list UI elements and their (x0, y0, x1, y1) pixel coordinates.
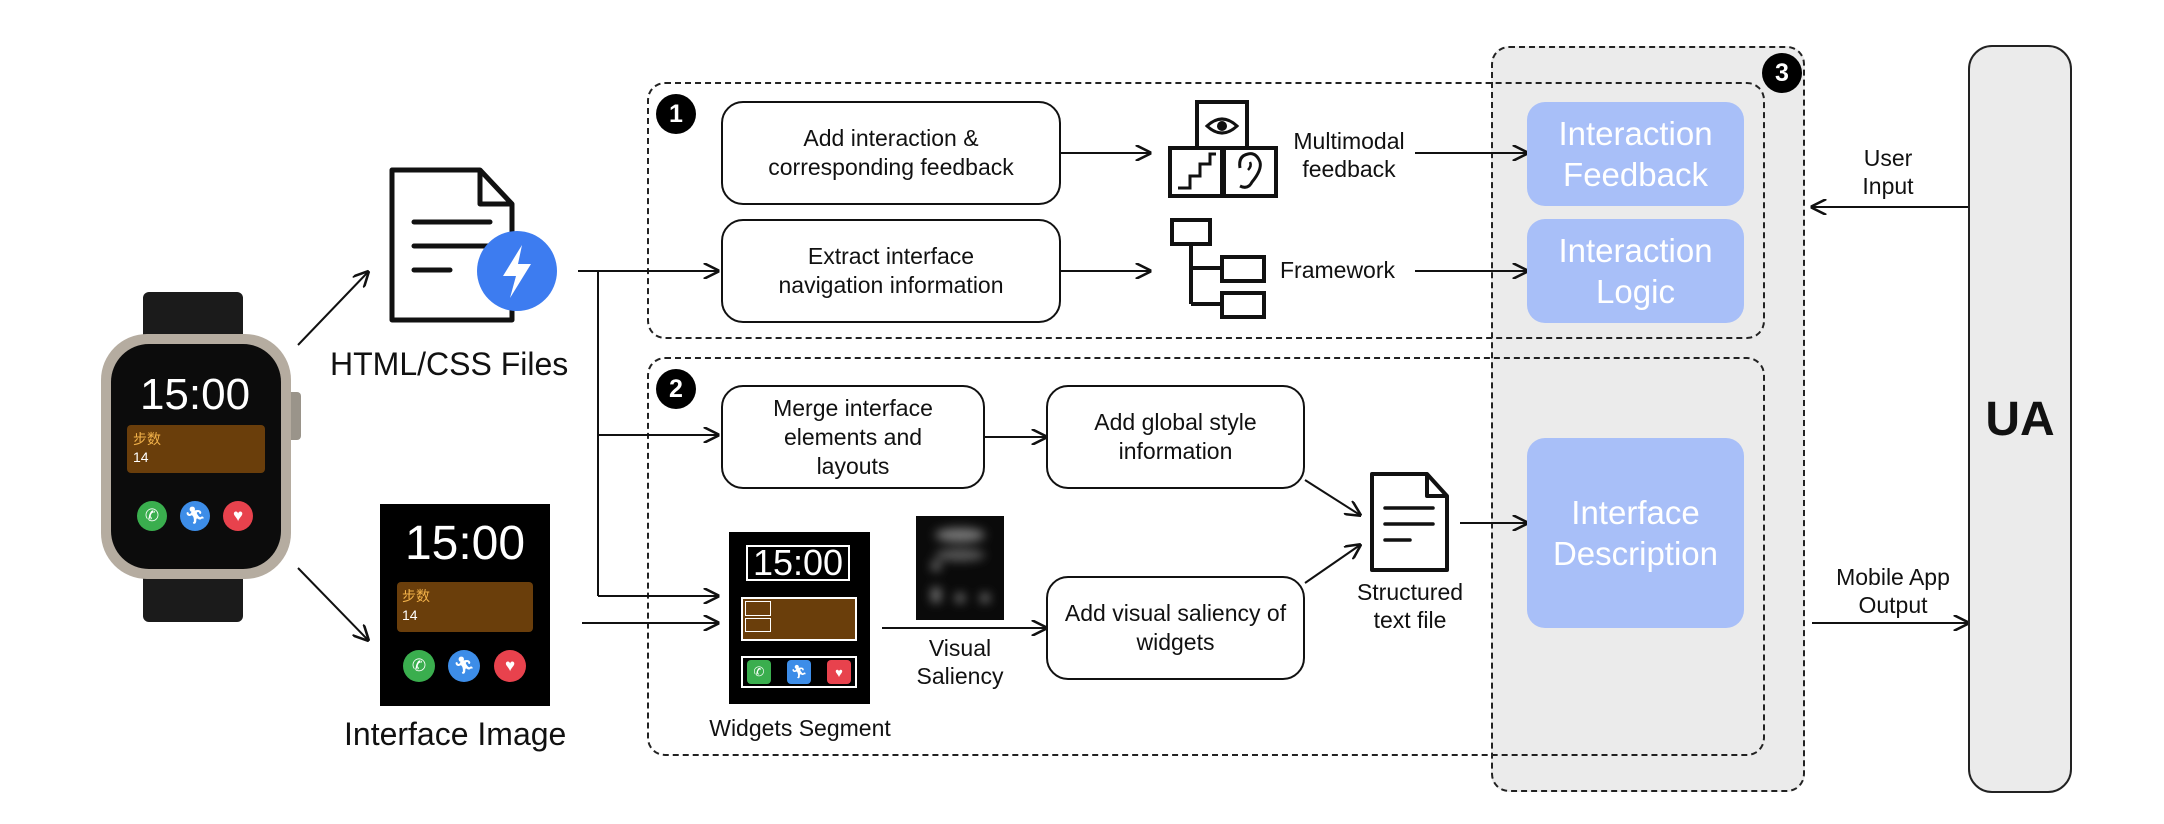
structured-document-icon (1370, 472, 1449, 572)
segment-steps-label-box (745, 601, 771, 616)
ua-label: UA (1985, 392, 2055, 446)
heart-icon: ♥ (494, 650, 526, 682)
watch-time: 15:00 (139, 370, 251, 419)
segment-steps-value-box (745, 618, 771, 632)
mobile-app-output-label: Mobile App Output (1836, 564, 1950, 618)
stairs-icon (1168, 146, 1224, 198)
watch-device: 15:00 步数 14 ✆ 🏃︎ ♥ (95, 292, 305, 622)
interaction-logic-box: Interaction Logic (1527, 219, 1744, 323)
user-input-label: User Input (1862, 145, 1914, 199)
interface-image-label: Interface Image (344, 716, 567, 752)
runner-icon: 🏃︎ (180, 501, 210, 531)
interface-image-steps-label: 步数 (402, 588, 430, 604)
widgets-segment-image: 15:00 ✆ 🏃︎ ♥ (729, 532, 870, 704)
add-global-style-box: Add global style information (1046, 385, 1305, 489)
merge-elements-box: Merge interface elements and layouts (721, 385, 985, 489)
module-1-box (647, 82, 1765, 339)
framework-label: Framework (1280, 257, 1396, 283)
interface-description-box: Interface Description (1527, 438, 1744, 628)
module-2-box (647, 357, 1765, 756)
interaction-feedback-box: Interaction Feedback (1527, 102, 1744, 206)
watch-steps-label: 步数 (133, 431, 161, 447)
structured-text-file-label: Structured text file (1356, 579, 1464, 633)
interface-image-steps-bar (397, 582, 533, 632)
segment-steps-box (741, 597, 857, 641)
eye-icon (1195, 100, 1249, 150)
heart-icon: ♥ (827, 660, 851, 684)
phone-icon: ✆ (747, 660, 771, 684)
visual-saliency-label: Visual Saliency (916, 635, 1004, 689)
heart-icon: ♥ (223, 501, 253, 531)
interface-image-steps-value: 14 (402, 607, 418, 623)
module-3-badge: 3 (1762, 53, 1802, 93)
tree-framework-icon (1170, 218, 1266, 319)
visual-saliency-map (916, 516, 1004, 620)
widgets-segment-label: Widgets Segment (709, 715, 891, 741)
html-css-files-label: HTML/CSS Files (330, 346, 569, 382)
phone-icon: ✆ (137, 501, 167, 531)
watch-steps-value: 14 (133, 449, 149, 465)
module-2-badge: 2 (656, 369, 696, 409)
runner-icon: 🏃︎ (448, 650, 480, 682)
add-saliency-box: Add visual saliency of widgets (1046, 576, 1305, 680)
watch-steps-bar (127, 425, 265, 473)
runner-icon: 🏃︎ (787, 660, 811, 684)
segment-icons-box (741, 656, 857, 688)
interface-image-time: 15:00 (404, 517, 526, 570)
ua-box: UA (1968, 45, 2072, 793)
phone-icon: ✆ (403, 650, 435, 682)
add-interaction-box: Add interaction & corresponding feedback (721, 101, 1061, 205)
module-1-badge: 1 (656, 94, 696, 134)
segment-time: 15:00 (752, 542, 844, 583)
segment-time-box (746, 545, 850, 581)
lightning-icon (477, 231, 557, 311)
interface-image: 15:00 步数 14 ✆ 🏃︎ ♥ (380, 504, 550, 706)
ear-icon (1222, 146, 1278, 198)
multimodal-feedback-label: Multimodal feedback (1293, 128, 1405, 182)
extract-navigation-box: Extract interface navigation information (721, 219, 1061, 323)
